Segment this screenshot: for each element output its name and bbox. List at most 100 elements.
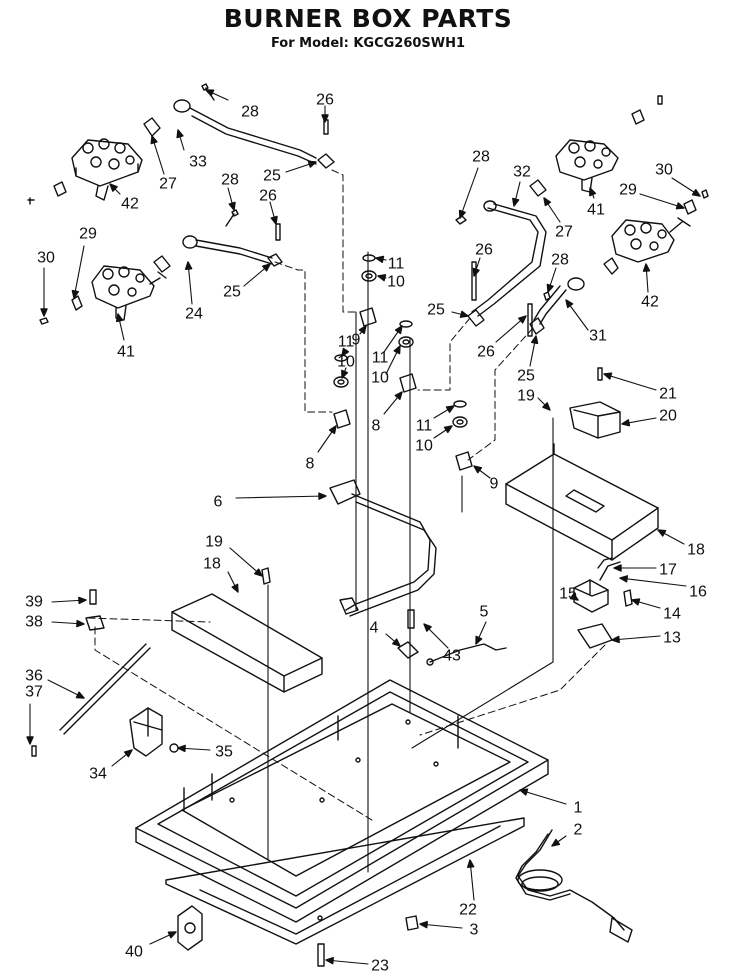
leader-arrowhead-30	[40, 308, 48, 317]
leader-line-13	[611, 635, 661, 641]
callout-number: 36	[25, 668, 43, 685]
leader-arrowhead-26	[270, 215, 278, 225]
leader-arrowhead-10	[393, 345, 401, 355]
leader-arrowhead-31	[565, 299, 574, 309]
callout-number: 25	[517, 368, 535, 385]
burner-valve-41-left	[91, 265, 167, 321]
callout-number: 28	[241, 104, 259, 121]
leader-arrowhead-19	[254, 568, 263, 577]
callout-number: 1	[574, 800, 583, 817]
leader-arrowhead-8	[328, 425, 337, 435]
leader-arrowhead-11	[375, 255, 385, 264]
callout-number: 18	[203, 556, 221, 573]
power-cord-2	[515, 829, 633, 943]
leader-arrowhead-26	[518, 315, 527, 324]
leader-arrowhead-32	[512, 197, 520, 207]
leader-arrowhead-28	[546, 283, 554, 293]
brackets-and-fittings	[53, 99, 697, 335]
leader-line-6	[235, 495, 327, 499]
leader-arrowhead-13	[611, 635, 620, 644]
callout-number: 25	[223, 284, 241, 301]
leader-arrowhead-15	[569, 592, 579, 601]
callout-number: 17	[659, 562, 677, 579]
callout-number: 25	[263, 168, 281, 185]
leader-arrowhead-9	[473, 465, 483, 474]
leader-arrowhead-25	[530, 335, 539, 345]
callout-number: 28	[221, 172, 239, 189]
igniter-wire	[397, 609, 507, 666]
callout-number: 30	[37, 250, 55, 267]
leader-arrowhead-19	[542, 402, 551, 411]
leader-line-28	[459, 167, 479, 219]
leader-arrowhead-40	[167, 931, 177, 939]
callout-number: 5	[480, 604, 489, 621]
callout-number: 29	[619, 182, 637, 199]
callout-number: 8	[372, 418, 381, 435]
leader-line-16	[619, 577, 687, 587]
callout-number: 23	[371, 958, 389, 975]
callout-number: 19	[517, 388, 535, 405]
screw-axis-lines	[267, 251, 554, 873]
callout-number: 11	[416, 418, 433, 435]
leader-arrowhead-8	[394, 391, 403, 401]
leader-arrowhead-27	[150, 135, 158, 145]
callout-number: 33	[189, 154, 207, 171]
leader-arrowhead-11	[341, 347, 350, 357]
leader-arrowhead-9	[358, 325, 367, 335]
callout-number: 9	[490, 476, 499, 493]
callout-number: 37	[25, 684, 43, 701]
manifold-assembly	[329, 479, 437, 617]
callout-number: 6	[214, 494, 223, 511]
leader-arrowhead-5	[475, 635, 483, 645]
leader-arrowhead-16	[619, 575, 629, 583]
leader-arrowhead-25	[307, 160, 317, 168]
callout-number: 22	[459, 902, 477, 919]
leader-arrowhead-20	[621, 419, 631, 427]
burner-valve-42-right	[611, 217, 691, 263]
callout-number: 13	[663, 630, 681, 647]
orifice-fittings	[333, 307, 473, 471]
callout-number: 26	[475, 242, 493, 259]
assembly-guide-lines	[87, 169, 606, 823]
callout-number: 15	[559, 586, 577, 603]
leader-arrowhead-39	[78, 596, 87, 605]
leader-arrowhead-17	[613, 564, 622, 572]
leader-arrowhead-23	[325, 956, 334, 965]
leader-arrowhead-36	[75, 691, 85, 699]
callout-number: 34	[89, 766, 107, 783]
burner-valve-41-right	[555, 139, 619, 193]
spark-module-20	[569, 367, 621, 439]
leader-arrowhead-38	[76, 619, 85, 628]
leader-arrowhead-22	[467, 859, 475, 868]
callout-number: 32	[513, 164, 531, 181]
callout-number: 10	[337, 354, 355, 371]
leader-arrowhead-25	[459, 310, 469, 318]
leader-arrowhead-10	[443, 425, 453, 434]
leader-arrowhead-10	[341, 369, 349, 379]
callout-number: 24	[185, 306, 203, 323]
model-subtitle: For Model: KGCG260SWH1	[270, 36, 466, 51]
gas-tubes	[189, 107, 567, 325]
callout-number: 30	[655, 162, 673, 179]
callout-number: 31	[589, 328, 607, 345]
callout-number: 35	[215, 744, 233, 761]
burner-valve-42-left	[71, 138, 143, 201]
leader-arrowhead-21	[603, 372, 613, 380]
leader-arrowhead-28	[205, 89, 215, 97]
leader-line-29	[73, 245, 85, 299]
leader-arrowhead-25	[262, 263, 271, 272]
callout-number: 14	[663, 606, 681, 623]
leader-arrowhead-2	[551, 838, 561, 847]
leader-arrowhead-41	[589, 187, 597, 197]
leader-arrowhead-18	[231, 583, 239, 593]
leader-arrowhead-18	[657, 529, 667, 537]
callout-number: 10	[415, 438, 433, 455]
callout-number: 29	[79, 226, 97, 243]
leader-arrowhead-10	[377, 274, 387, 282]
callout-number: 40	[125, 944, 143, 961]
callout-number: 16	[689, 584, 707, 601]
callout-number: 4	[370, 620, 379, 637]
leader-arrowhead-26	[472, 267, 480, 277]
callout-number: 41	[587, 202, 605, 219]
bottom-plate-22	[165, 817, 525, 945]
